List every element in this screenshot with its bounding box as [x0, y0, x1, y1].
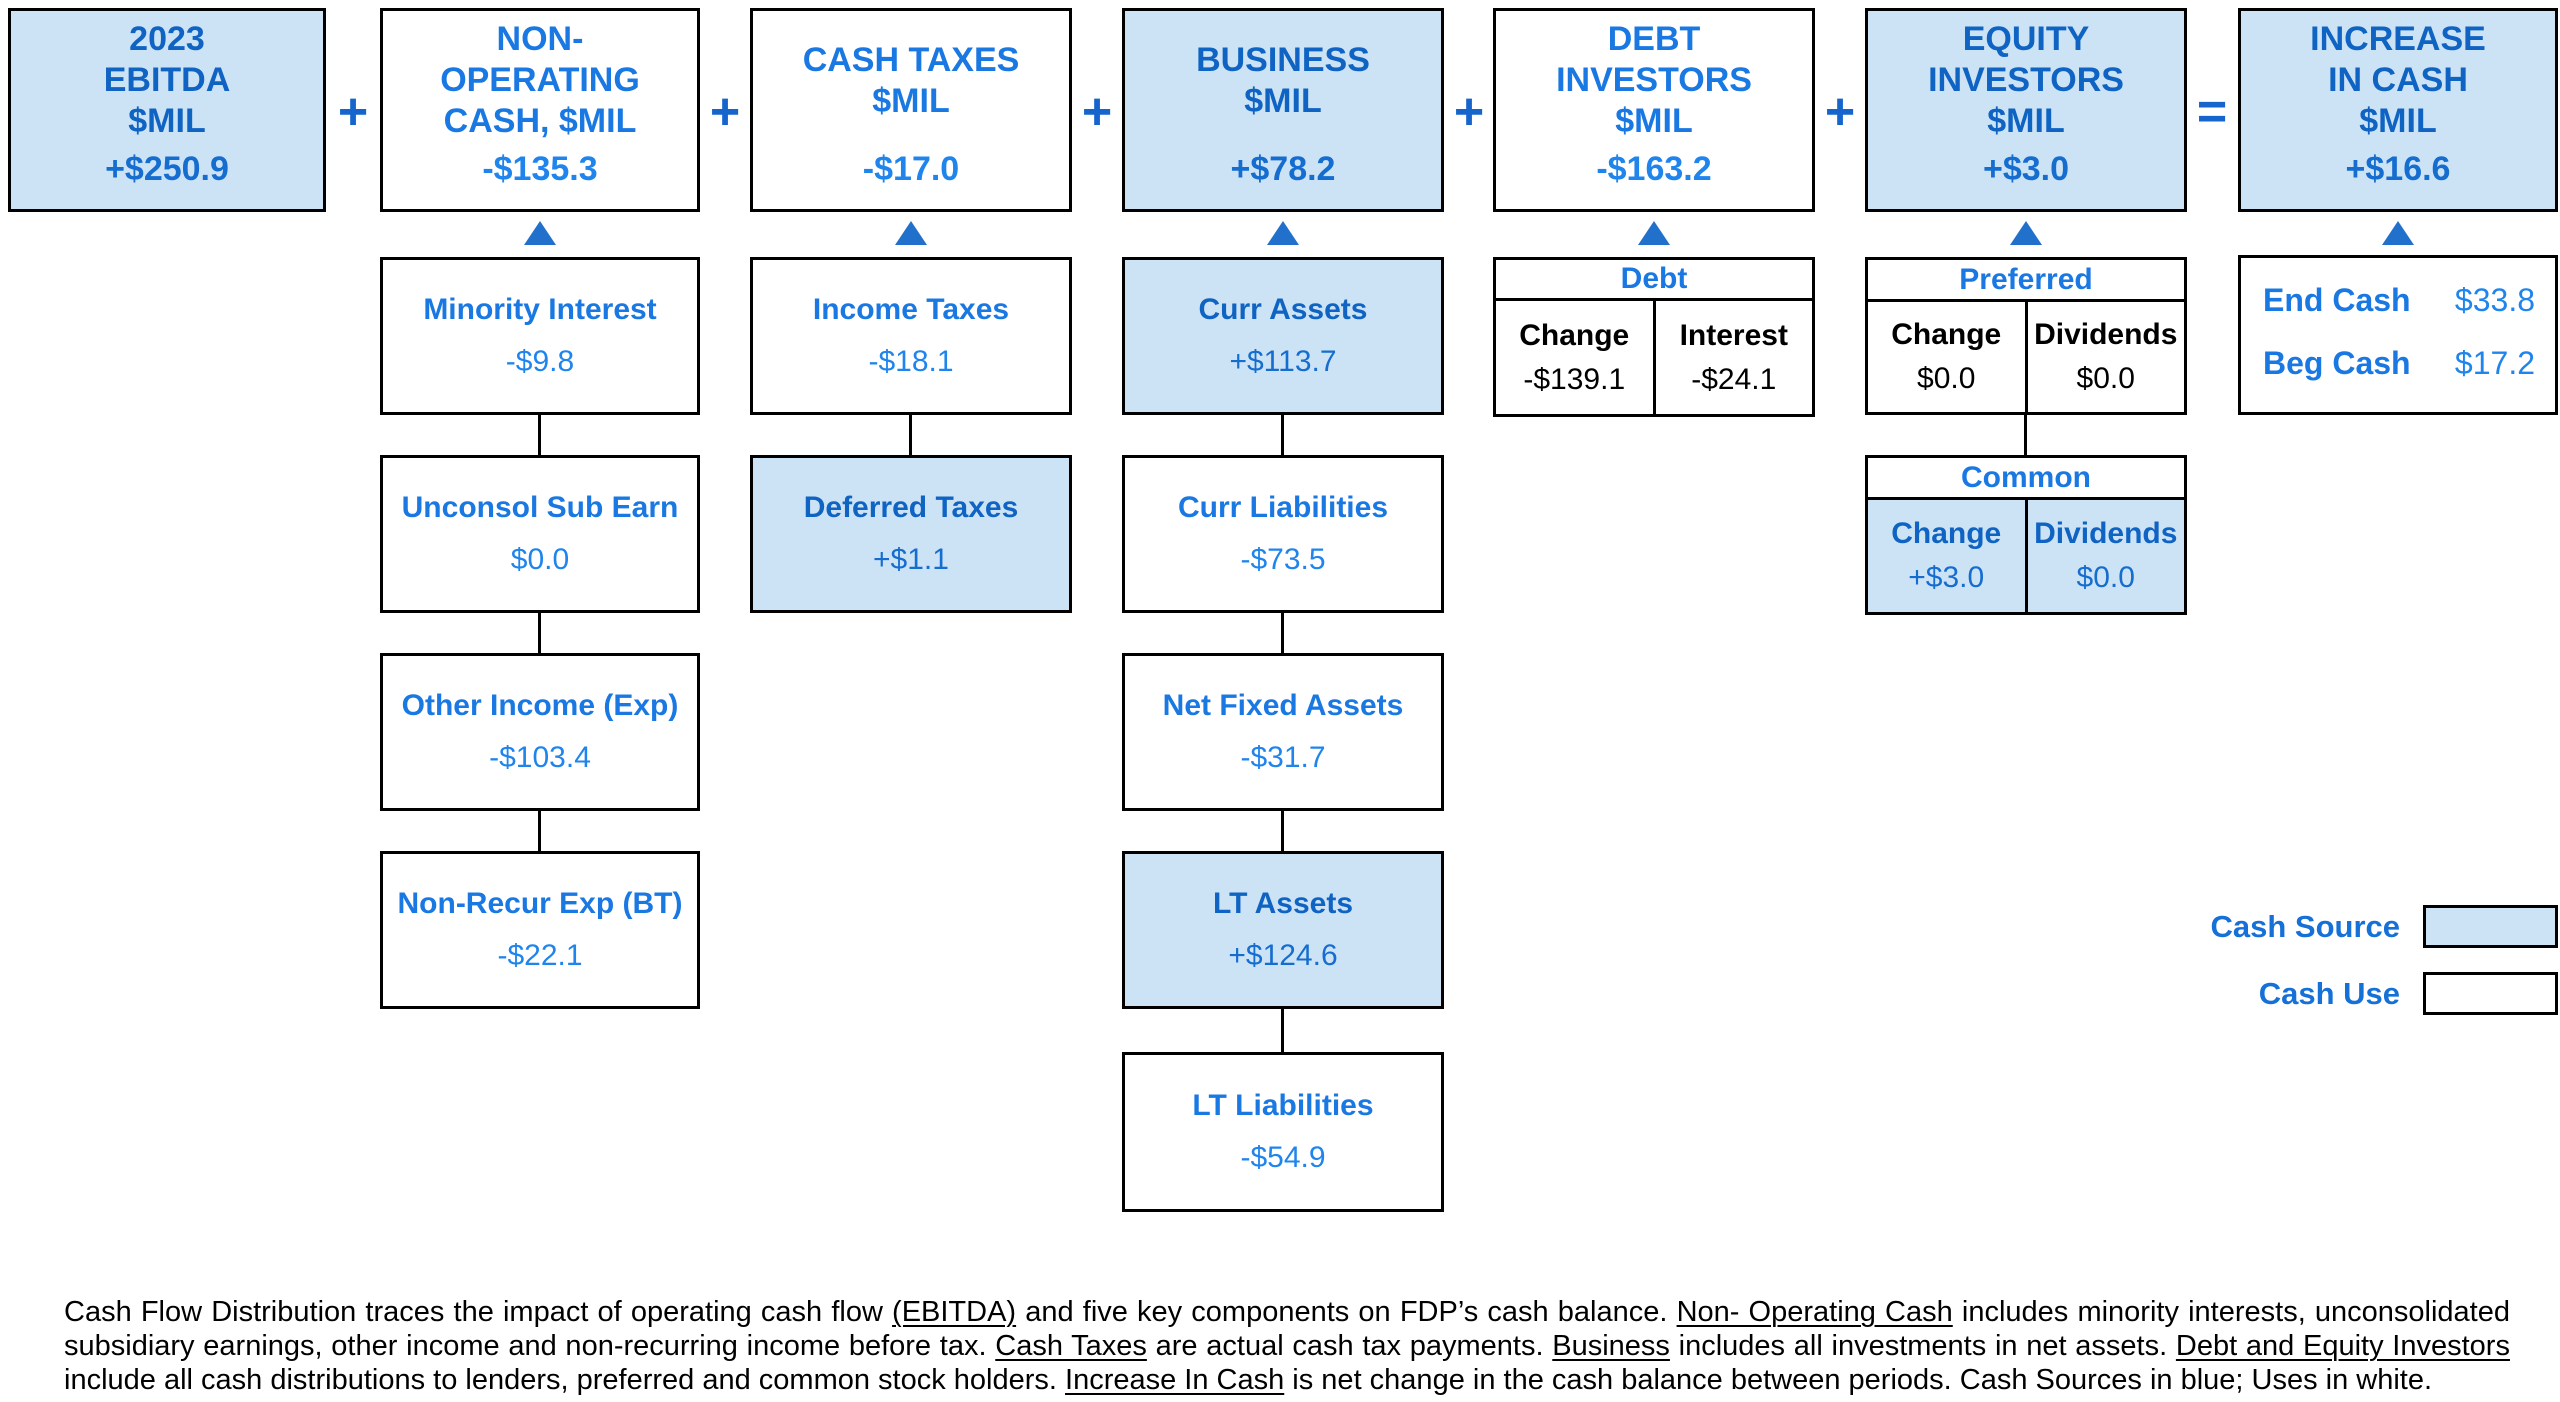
beg-cash-row: Beg Cash $17.2	[2263, 345, 2535, 381]
connector-line	[1281, 809, 1284, 853]
connector-line	[1281, 611, 1284, 655]
preferred-table: Preferred Change $0.0 Dividends $0.0	[1865, 257, 2187, 415]
footer-segment-underlined: Debt and Equity Investors	[2175, 1330, 2510, 1362]
connector-line	[909, 413, 912, 457]
box-value: -$17.0	[862, 150, 960, 188]
sub-box-curr-liabilities: Curr Liabilities -$73.5	[1122, 455, 1444, 613]
box-value: -$135.3	[482, 150, 598, 188]
debt-table: Debt Change -$139.1 Interest -$24.1	[1493, 257, 1815, 417]
box-title: CASH TAXES$MIL	[802, 40, 1020, 120]
plus-operator: +	[709, 83, 741, 141]
plus-operator: +	[1824, 83, 1856, 141]
legend-cash-use-swatch	[2423, 972, 2558, 1015]
footer-segment-underlined: Cash Taxes	[995, 1330, 1147, 1362]
up-triangle-icon	[2382, 221, 2414, 245]
equals-operator: =	[2196, 83, 2228, 141]
legend-cash-source-swatch	[2423, 905, 2558, 948]
footer-segment-underlined: (EBITDA)	[892, 1296, 1017, 1328]
sub-box-lt-assets: LT Assets +$124.6	[1122, 851, 1444, 1009]
footer-segment: includes minority interests, unconsolida…	[64, 1296, 2510, 1362]
up-triangle-icon	[1638, 221, 1670, 245]
footer-segment: and five key components on FDP’s cash ba…	[1016, 1296, 1677, 1328]
up-triangle-icon	[1267, 221, 1299, 245]
footer-segment-underlined: Increase In Cash	[1065, 1364, 1285, 1396]
footer-note: Cash Flow Distribution traces the impact…	[64, 1295, 2510, 1397]
plus-operator: +	[1453, 83, 1485, 141]
box-title: BUSINESS$MIL	[1196, 40, 1370, 120]
plus-operator: +	[337, 83, 369, 141]
sub-box-deferred-taxes: Deferred Taxes +$1.1	[750, 455, 1072, 613]
up-triangle-icon	[895, 221, 927, 245]
debt-change-cell: Change -$139.1	[1496, 301, 1653, 414]
footer-segment: are actual cash tax payments.	[1146, 1330, 1553, 1362]
preferred-change-cell: Change $0.0	[1868, 302, 2025, 412]
sub-box-minority-interest: Minority Interest -$9.8	[380, 257, 700, 415]
box-value: +$250.9	[105, 150, 229, 188]
box-value: +$78.2	[1230, 150, 1336, 188]
connector-line	[538, 809, 541, 853]
sub-box-curr-assets: Curr Assets +$113.7	[1122, 257, 1444, 415]
debt-interest-cell: Interest -$24.1	[1652, 301, 1812, 414]
box-value: +$16.6	[2345, 150, 2451, 188]
sub-box-income-taxes: Income Taxes -$18.1	[750, 257, 1072, 415]
footer-segment-underlined: Business	[1552, 1330, 1670, 1362]
connector-line	[1281, 1007, 1284, 1054]
sub-box-net-fixed-assets: Net Fixed Assets -$31.7	[1122, 653, 1444, 811]
sub-box-unconsol-sub-earn: Unconsol Sub Earn $0.0	[380, 455, 700, 613]
top-box-business: BUSINESS$MIL +$78.2	[1122, 8, 1444, 212]
footer-segment: is net change in the cash balance betwee…	[1284, 1364, 2433, 1396]
connector-line	[538, 413, 541, 457]
footer-segment: includes all investments in net assets.	[1669, 1330, 2176, 1362]
cash-summary-box: End Cash $33.8 Beg Cash $17.2	[2238, 255, 2558, 415]
preferred-dividends-cell: Dividends $0.0	[2024, 302, 2184, 412]
connector-line	[2024, 413, 2027, 457]
box-value: -$163.2	[1596, 150, 1712, 188]
preferred-table-header: Preferred	[1865, 257, 2187, 302]
sub-box-lt-liabilities: LT Liabilities -$54.9	[1122, 1052, 1444, 1212]
plus-operator: +	[1081, 83, 1113, 141]
sub-box-non-recur-exp: Non-Recur Exp (BT) -$22.1	[380, 851, 700, 1009]
debt-table-header: Debt	[1493, 257, 1815, 301]
legend-cash-source-label: Cash Source	[2210, 909, 2400, 944]
common-table: Common Change +$3.0 Dividends $0.0	[1865, 455, 2187, 615]
up-triangle-icon	[2010, 221, 2042, 245]
common-table-header: Common	[1865, 455, 2187, 500]
end-cash-row: End Cash $33.8	[2263, 282, 2535, 318]
connector-line	[1281, 413, 1284, 457]
footer-segment: include all cash distributions to lender…	[64, 1364, 1066, 1396]
top-box-cash-taxes: CASH TAXES$MIL -$17.0	[750, 8, 1072, 212]
legend-cash-use-label: Cash Use	[2258, 976, 2400, 1011]
footer-segment: Cash Flow Distribution traces the impact…	[64, 1296, 893, 1328]
connector-line	[538, 611, 541, 655]
common-change-cell: Change +$3.0	[1868, 500, 2025, 612]
sub-box-other-income: Other Income (Exp) -$103.4	[380, 653, 700, 811]
common-dividends-cell: Dividends $0.0	[2024, 500, 2184, 612]
box-value: +$3.0	[1982, 150, 2070, 188]
up-triangle-icon	[524, 221, 556, 245]
footer-segment-underlined: Non- Operating Cash	[1676, 1296, 1953, 1328]
